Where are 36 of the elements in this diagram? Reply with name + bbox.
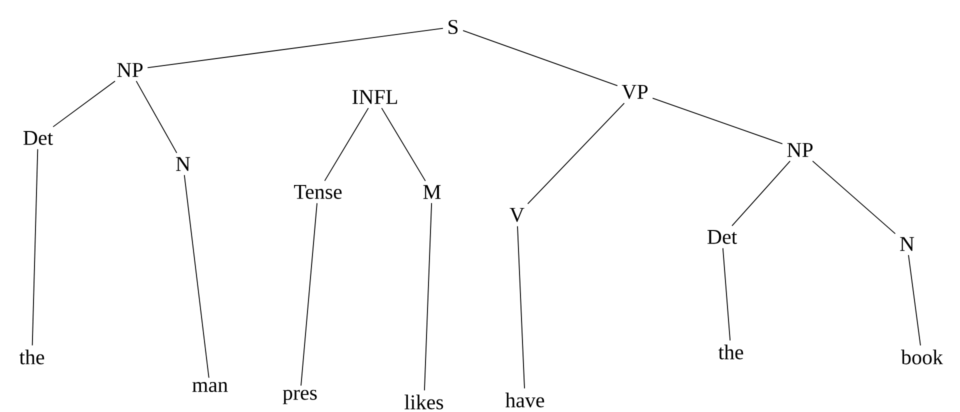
branch-line [32,148,38,346]
branch-line [908,254,921,346]
tree-label: man [192,382,228,392]
branch-line [184,174,210,378]
branch-line [424,202,432,391]
tree-label: Det [23,131,54,145]
tree-label: NP [117,63,143,77]
branch-line [652,98,783,144]
tree-label: INFL [352,90,398,104]
branch-line [136,80,178,154]
tree-label: likes [404,394,444,410]
tree-label: NP [787,143,813,157]
tree-label: VP [622,84,648,100]
tree-label: book [901,350,944,364]
branch-line [812,160,896,234]
branch-line [527,102,625,204]
branch-line [381,108,426,182]
branch-line [517,226,525,389]
tree-label: Det [707,230,738,244]
branch-line [462,30,618,86]
tree-label: pres [282,390,317,404]
tree-label: have [505,392,544,408]
branch-line [732,160,791,226]
branch-line [722,248,731,341]
branch-line [324,108,369,182]
tree-label: V [510,208,524,222]
tree-label: the [718,344,744,360]
tree-label: N [176,157,190,171]
tree-label: N [900,237,914,251]
branch-line [300,202,318,386]
branch-line [52,80,116,128]
tree-label: Tense [294,185,342,199]
tree-label: the [19,350,44,364]
tree-label: M [423,185,441,199]
tree-label: S [448,20,458,34]
branch-line [147,28,444,68]
